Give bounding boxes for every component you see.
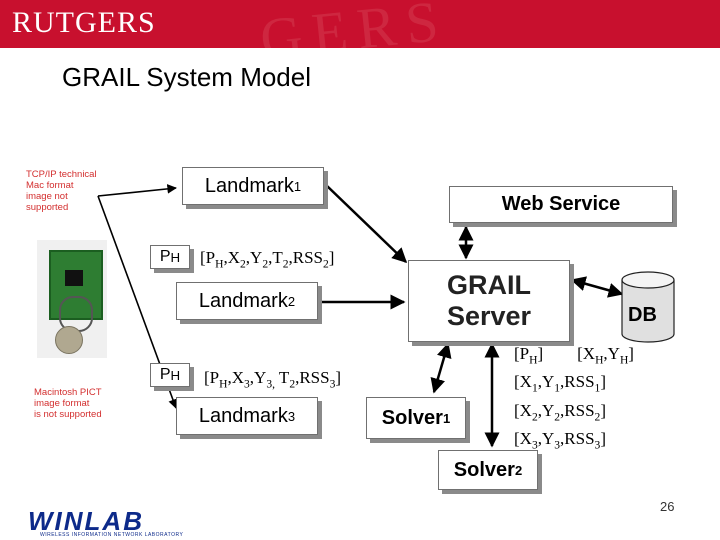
placeholder-line-3: is not supported (34, 408, 102, 420)
header-banner: GERS RUTGERS (0, 0, 720, 48)
solver-1-label: Solver (381, 406, 443, 429)
placeholder-line-2: image format (34, 397, 90, 409)
results-list: [PH] [XH,YH] [X1,Y1,RSS1] [X2,Y2,RSS2] [… (514, 343, 634, 457)
image-placeholder-top: TCP/IP technical Mac format image not su… (26, 169, 102, 214)
solver-2-label: Solver (453, 458, 515, 481)
winlab-subtitle: WIRELESS INFORMATION NETWORK LABORATORY (40, 532, 184, 538)
ph-1-label: P (159, 248, 171, 265)
arrow-server-to-db (570, 276, 624, 298)
grail-server-line-1: GRAIL (447, 269, 531, 300)
message-landmark2: [PH,X2,Y2,T2,RSS2] (200, 248, 335, 271)
landmark-3-label: Landmark (198, 404, 288, 427)
arrow-tag-to-landmark1 (97, 184, 177, 197)
placeholder-top-text: TCP/IP technical Mac format image not su… (26, 169, 97, 213)
landmark-1-label: Landmark (204, 174, 294, 197)
db-label: DB (628, 304, 657, 326)
landmark-2-sub: 2 (287, 293, 296, 309)
web-service-label: Web Service (501, 193, 621, 215)
arrow-landmark1-to-server (325, 184, 408, 264)
solver-2-sub: 2 (514, 462, 523, 478)
result-row-3: [X3,Y3,RSS3] (514, 429, 606, 452)
circuit-board-image (49, 250, 103, 320)
winlab-logo: WINLAB (28, 506, 144, 536)
slide-title: GRAIL System Model (62, 62, 312, 92)
solver-1-sub: 1 (442, 410, 451, 426)
rutgers-logo: RUTGERS (12, 6, 156, 39)
image-placeholder-bottom: Macintosh PICT image format is not suppo… (34, 387, 134, 421)
placeholder-line-1: Macintosh PICT (34, 387, 102, 398)
coin-image (55, 326, 83, 354)
web-service-box: Web Service (449, 186, 673, 223)
arrow-server-to-solver1 (430, 342, 452, 394)
result-ph-row: [PH] [XH,YH] (514, 344, 634, 367)
result-row-1: [X1,Y1,RSS1] (514, 372, 606, 395)
ph-1-sub: H (170, 249, 181, 265)
ph-2-sub: H (170, 367, 181, 383)
landmark-2-label: Landmark (198, 289, 288, 312)
page-number: 26 (660, 499, 675, 514)
tag-photo (37, 240, 107, 358)
grail-server-box: GRAIL Server (408, 260, 570, 342)
message-landmark3: [PH,X3,Y3, T2,RSS3] (204, 368, 342, 391)
grail-server-line-2: Server (446, 301, 532, 331)
landmark-1-sub: 1 (293, 178, 302, 194)
ph-2-label: P (159, 366, 171, 383)
db-cylinder (621, 271, 675, 343)
landmark-3-sub: 3 (287, 408, 296, 424)
result-row-2: [X2,Y2,RSS2] (514, 400, 606, 424)
